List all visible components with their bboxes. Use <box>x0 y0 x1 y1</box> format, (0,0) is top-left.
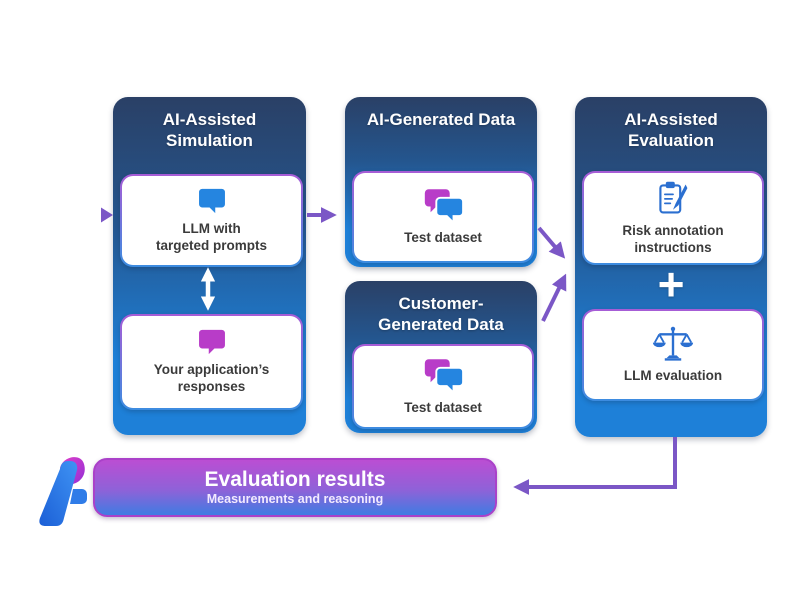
chat-bubbles-duo-icon <box>421 187 465 226</box>
results-title: Evaluation results <box>204 468 386 492</box>
card-label: LLM with targeted prompts <box>155 220 267 253</box>
card-inner: Test dataset <box>354 173 532 261</box>
card-inner: Test dataset <box>354 346 532 427</box>
card-llm-with-targeted-prompts: LLM with targeted prompts <box>120 174 303 267</box>
clipboard-pencil-icon <box>655 179 691 217</box>
card-test-dataset-customer-generated: Test dataset <box>352 344 534 429</box>
arrow-customer-generated-to-evaluation <box>541 273 567 322</box>
card-label: Your application’s responses <box>153 362 270 394</box>
azure-ai-foundry-logo-icon <box>36 452 94 528</box>
card-test-dataset-ai-generated: Test dataset <box>352 171 534 263</box>
arrow-evaluation-to-results <box>513 437 677 495</box>
box-title-evaluation: AI-Assisted Evaluation <box>624 110 718 151</box>
card-label: Test dataset <box>404 230 482 246</box>
evaluation-results-bar: Evaluation results Measurements and reas… <box>93 458 497 517</box>
box-title-customer-generated: Customer-Generated Data <box>378 294 504 335</box>
card-llm-evaluation: LLM evaluation <box>582 309 764 401</box>
card-your-applications-responses: Your application’s responses <box>120 314 303 410</box>
results-subtitle: Measurements and reasoning <box>206 491 384 506</box>
chat-bubble-blue-icon <box>195 187 229 215</box>
scales-icon <box>652 325 694 362</box>
chat-bubbles-duo-icon <box>421 357 465 395</box>
arrowhead-into-simulation <box>101 207 113 223</box>
plus-sign: + <box>657 258 685 310</box>
chat-bubble-magenta-icon <box>195 328 229 356</box>
arrow-ai-generated-to-evaluation <box>537 226 566 259</box>
card-label: LLM evaluation <box>623 368 723 384</box>
card-risk-annotation-instructions: Risk annotation instructions <box>582 171 764 265</box>
box-title-ai-generated: AI-Generated Data <box>366 110 516 129</box>
card-inner: LLM with targeted prompts <box>122 176 301 265</box>
box-title-simulation: AI-Assisted Simulation <box>162 110 257 151</box>
card-inner: Your application’s responses <box>122 316 301 408</box>
card-label: Risk annotation instructions <box>622 223 724 255</box>
card-label: Test dataset <box>404 399 482 415</box>
card-inner: LLM evaluation <box>584 311 762 399</box>
card-inner: Risk annotation instructions <box>584 173 762 263</box>
